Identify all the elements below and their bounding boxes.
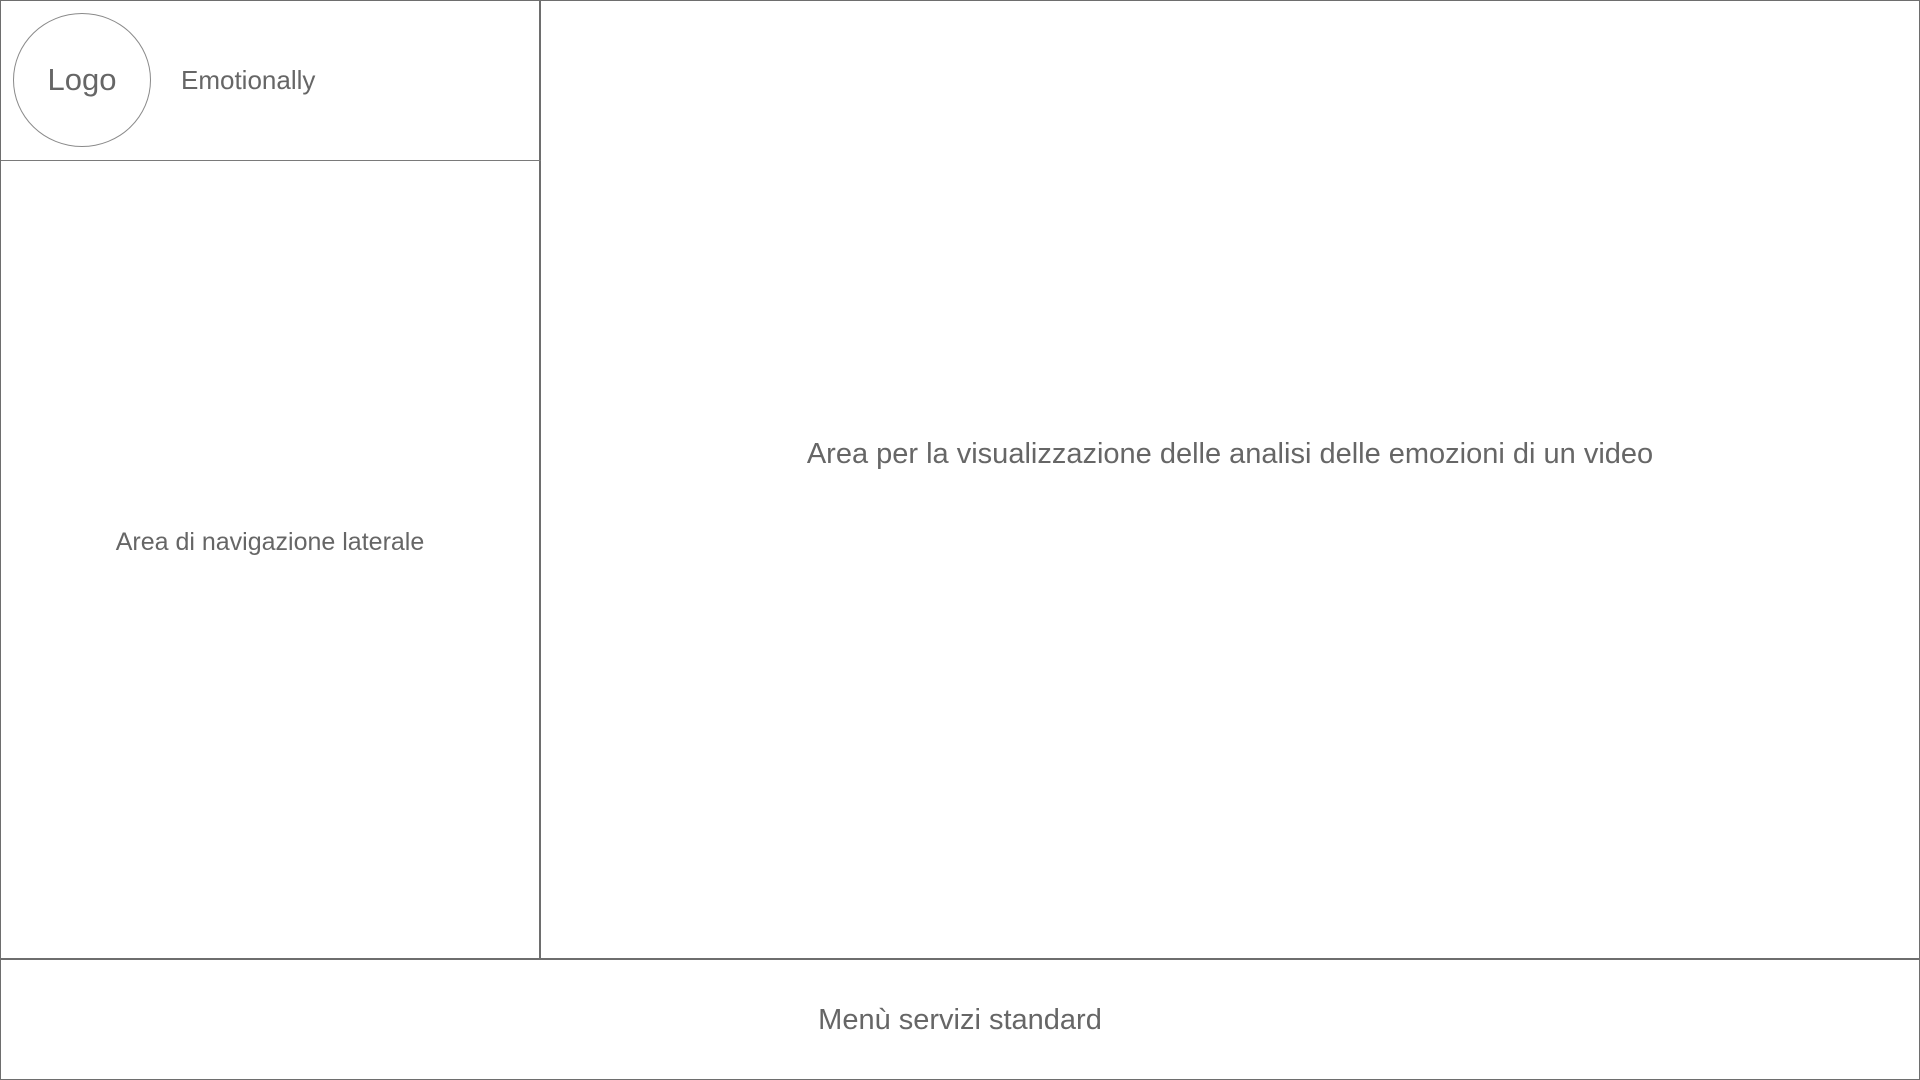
side-navigation-area[interactable]: Area di navigazione laterale: [1, 161, 539, 956]
logo[interactable]: Logo: [13, 13, 151, 147]
standard-services-menu[interactable]: Menù servizi standard: [1, 958, 1919, 1079]
emotion-analysis-placeholder: Area per la visualizzazione delle analis…: [806, 437, 1654, 470]
logo-label: Logo: [47, 62, 117, 97]
standard-services-menu-label: Menù servizi standard: [818, 1003, 1102, 1036]
side-navigation-placeholder: Area di navigazione laterale: [115, 527, 425, 556]
emotion-analysis-area[interactable]: Area per la visualizzazione delle analis…: [541, 1, 1919, 958]
sidebar: Logo Emotionally Area di navigazione lat…: [1, 1, 541, 958]
app-name: Emotionally: [181, 65, 316, 95]
header: Logo Emotionally: [1, 1, 541, 161]
